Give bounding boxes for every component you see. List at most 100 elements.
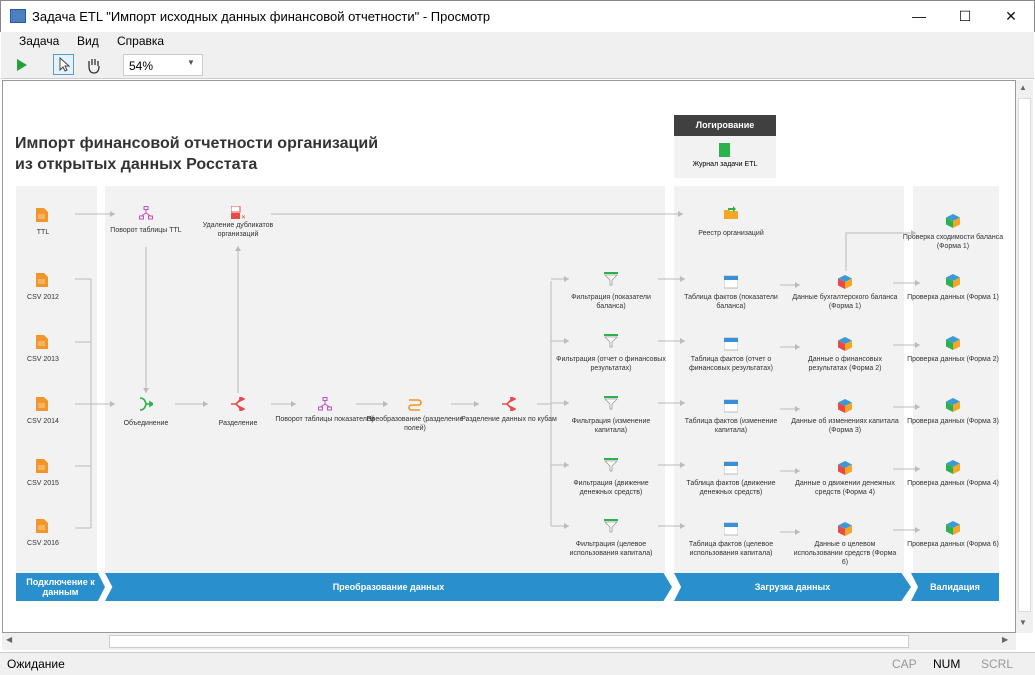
title-line-1: Импорт финансовой отчетности организаций: [15, 135, 379, 152]
vertical-scroll-thumb[interactable]: [1018, 98, 1031, 612]
cube-node[interactable]: Данные о движении денежных средств (Форм…: [795, 480, 895, 496]
filter-node[interactable]: Фильтрация (движение денежных средств): [573, 480, 649, 496]
arrowhead: [474, 401, 479, 407]
table-icon: [723, 337, 739, 351]
cube-node[interactable]: Данные о целевом использовании средств (…: [793, 541, 897, 566]
convert-icon: [408, 397, 422, 411]
connector-line: [845, 232, 916, 271]
source-node[interactable]: TTL: [36, 229, 50, 236]
diagram-title: Импорт финансовой отчетности организаций…: [15, 133, 378, 175]
cap-indicator: CAP: [892, 657, 917, 671]
arrowhead: [110, 401, 115, 407]
arrowhead: [203, 401, 208, 407]
panel-transform: [105, 186, 665, 574]
transform-node[interactable]: Разделение данных по кубам: [461, 416, 557, 423]
menu-task[interactable]: Задача: [19, 34, 60, 48]
num-indicator: NUM: [933, 657, 961, 671]
zoom-select[interactable]: 54% ▼: [123, 54, 203, 76]
hand-tool-icon[interactable]: [84, 55, 104, 75]
arrowhead: [915, 466, 920, 472]
registry-node[interactable]: Реестр организаций: [698, 230, 764, 237]
horizontal-scrollbar[interactable]: ◀ ▶: [2, 633, 1016, 650]
log-file-icon: [719, 143, 730, 157]
transform-node[interactable]: Поворот таблицы TTL: [110, 227, 182, 234]
panel-validation: [913, 186, 999, 574]
table-icon: [723, 522, 739, 536]
transform-node[interactable]: Разделение: [218, 420, 258, 427]
arrowhead: [564, 276, 569, 282]
fact-table-node[interactable]: Таблица фактов (показатели баланса): [684, 294, 778, 310]
validation-node[interactable]: Проверка сходимости баланса (Форма 1): [902, 234, 1004, 250]
filter-node[interactable]: Фильтрация (целевое использования капита…: [569, 541, 653, 557]
cube-node[interactable]: Данные о финансовых результатах (Форма 2…: [807, 356, 883, 372]
source-node[interactable]: CSV 2014: [27, 418, 59, 425]
transform-node[interactable]: Удаление дубликатов организаций: [202, 222, 274, 238]
validation-node[interactable]: Проверка данных (Форма 3): [907, 418, 999, 425]
arrowhead: [564, 338, 569, 344]
validation-node[interactable]: Проверка данных (Форма 2): [907, 356, 999, 363]
pointer-tool-button[interactable]: [53, 54, 74, 75]
filter-icon: [604, 519, 618, 533]
status-text: Ожидание: [7, 657, 65, 671]
filter-node[interactable]: Фильтрация (показатели баланса): [571, 294, 651, 310]
cube-icon: [838, 399, 852, 413]
filter-node[interactable]: Фильтрация (отчет о финансовых результат…: [556, 356, 666, 372]
fact-table-node[interactable]: Таблица фактов (отчет о финансовых резул…: [689, 356, 773, 372]
arrowhead: [680, 338, 685, 344]
validation-node[interactable]: Проверка данных (Форма 4): [907, 480, 999, 487]
app-icon: [10, 9, 26, 23]
horizontal-scroll-thumb[interactable]: [109, 635, 909, 648]
cube-icon: [838, 337, 852, 351]
menu-help[interactable]: Справка: [117, 34, 165, 48]
arrowhead: [680, 400, 685, 406]
cube-icon: [838, 522, 852, 536]
table-icon: [723, 461, 739, 475]
cube-icon: [838, 275, 852, 289]
arrowhead: [915, 404, 920, 410]
log-item[interactable]: Журнал задачи ETL: [692, 161, 758, 168]
arrowhead: [383, 401, 388, 407]
arrowhead: [795, 282, 800, 288]
arrowhead: [795, 344, 800, 350]
validation-node[interactable]: Проверка данных (Форма 1): [907, 294, 999, 301]
run-icon[interactable]: [16, 58, 28, 72]
arrowhead: [291, 401, 296, 407]
arrowhead: [680, 523, 685, 529]
dedupe-icon: ✕: [230, 205, 246, 221]
fact-table-node[interactable]: Таблица фактов (целевое использования ка…: [688, 541, 774, 557]
close-button[interactable]: ✕: [1005, 8, 1017, 24]
connectors: [75, 211, 920, 535]
stage-connect: Подключение к данным: [16, 573, 105, 601]
cube-node[interactable]: Данные об изменениях капитала (Форма 3): [791, 418, 899, 434]
cube-node[interactable]: Данные бухгалтерского баланса (Форма 1): [792, 294, 898, 310]
source-icon: [36, 273, 50, 287]
merge-icon: [139, 397, 155, 411]
source-node[interactable]: CSV 2012: [27, 294, 59, 301]
source-node[interactable]: CSV 2016: [27, 540, 59, 547]
filter-icon: [604, 272, 618, 286]
minimize-button[interactable]: —: [912, 8, 926, 24]
chevron-down-icon: ▼: [187, 58, 195, 67]
stage-load: Загрузка данных: [674, 573, 911, 601]
title-bar: Задача ETL "Импорт исходных данных финан…: [0, 0, 1035, 32]
fact-table-node[interactable]: Таблица фактов (движение денежных средст…: [686, 480, 776, 496]
source-node[interactable]: CSV 2013: [27, 356, 59, 363]
cube-icon: [838, 461, 852, 475]
source-node[interactable]: CSV 2015: [27, 480, 59, 487]
arrowhead: [915, 280, 920, 286]
transform-node[interactable]: Объединение: [123, 420, 169, 427]
panel-load: [674, 186, 904, 574]
diagram-canvas[interactable]: Импорт финансовой отчетности организаций…: [2, 80, 1016, 633]
transform-icon: [318, 397, 332, 411]
vertical-scrollbar[interactable]: ▲ ▼: [1016, 80, 1033, 633]
filter-node[interactable]: Фильтрация (изменение капитала): [571, 418, 651, 434]
transform-node[interactable]: Преобразование (разделение полей): [366, 416, 464, 432]
transform-node[interactable]: Поворот таблицы показателей: [275, 416, 375, 423]
menu-view[interactable]: Вид: [77, 34, 99, 48]
arrowhead: [795, 468, 800, 474]
check-icon: [946, 336, 960, 350]
maximize-button[interactable]: ☐: [958, 8, 972, 24]
split-icon: [231, 395, 246, 413]
fact-table-node[interactable]: Таблица фактов (изменение капитала): [684, 418, 778, 434]
validation-node[interactable]: Проверка данных (Форма 6): [907, 541, 999, 548]
